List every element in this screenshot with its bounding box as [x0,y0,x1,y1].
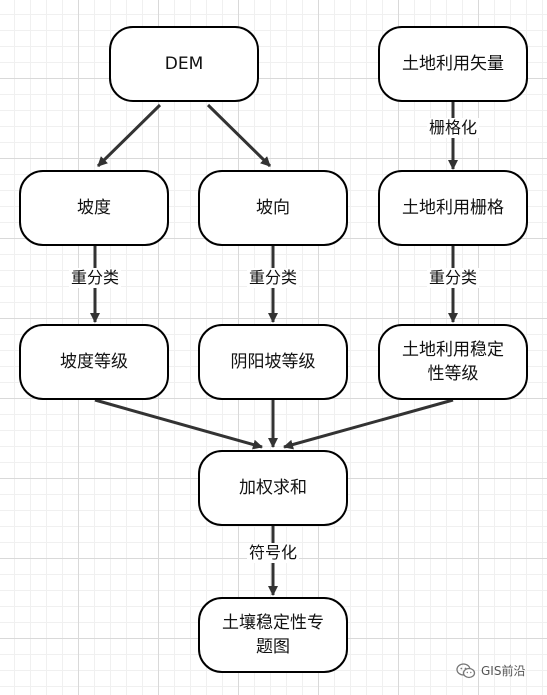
node-landuse-vector: 土地利用矢量 [378,26,528,102]
arrow-dem-to-slope [96,103,162,168]
node-weighted-sum: 加权求和 [198,450,348,526]
edge-label-symbolize: 符号化 [246,543,300,563]
arrow-dem-to-aspect [206,103,272,168]
node-landuse-stability-grade: 土地利用稳定性等级 [378,324,528,400]
edge-label-reclass-landuse: 重分类 [426,268,480,288]
wechat-icon [456,662,476,678]
edge-label-rasterize: 栅格化 [426,118,480,138]
node-slope: 坡度 [19,170,169,246]
node-soil-stability-map: 土壤稳定性专题图 [198,597,348,673]
node-shade-slope-grade: 阴阳坡等级 [198,324,348,400]
watermark-text: GIS前沿 [481,664,526,678]
edge-label-reclass-slope: 重分类 [68,268,122,288]
arrow-stability-to-sum [283,398,454,450]
arrow-slopegrade-to-sum [94,398,263,450]
node-slope-grade: 坡度等级 [19,324,169,400]
edge-label-reclass-aspect: 重分类 [246,268,300,288]
node-aspect: 坡向 [198,170,348,246]
node-landuse-raster: 土地利用栅格 [378,170,528,246]
node-dem: DEM [109,26,259,102]
watermark: GIS前沿 [456,662,525,679]
